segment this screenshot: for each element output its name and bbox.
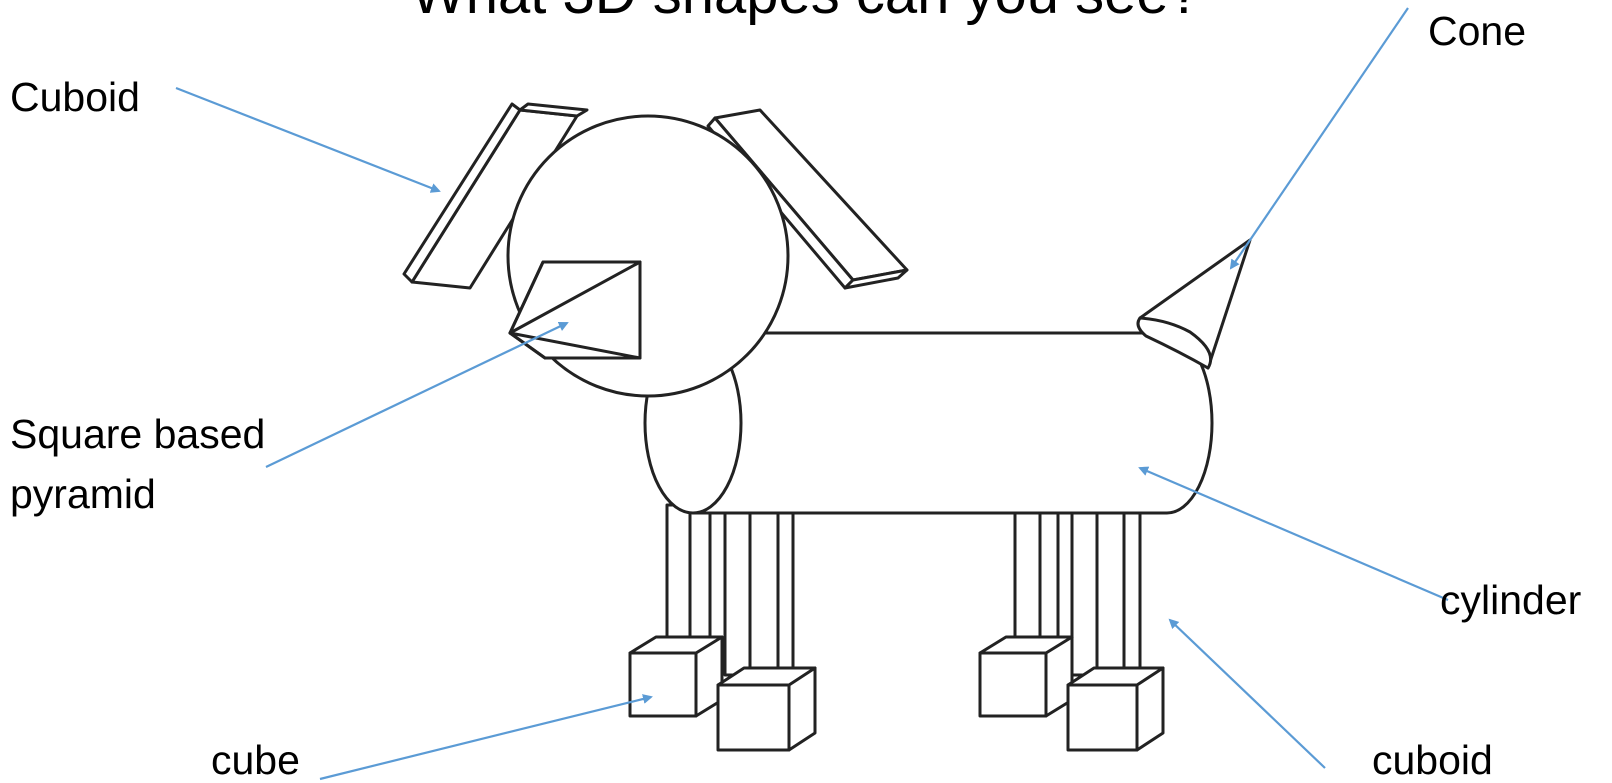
arrow-cuboid-ear bbox=[175, 86, 441, 193]
front-leg-front bbox=[723, 503, 795, 677]
label-cube: cube bbox=[211, 737, 300, 783]
diagram-title: What 3D shapes can you see? bbox=[0, 0, 1612, 26]
arrow-cylinder bbox=[1138, 466, 1449, 602]
back-leg-front bbox=[1070, 503, 1142, 677]
cube-foot-1 bbox=[628, 635, 724, 718]
front-leg-back bbox=[665, 503, 712, 645]
label-cylinder: cylinder bbox=[1440, 577, 1582, 623]
arrow-cone bbox=[1229, 7, 1409, 270]
cube-foot-2 bbox=[716, 666, 817, 752]
arrow-cuboid-leg bbox=[1168, 618, 1326, 769]
label-pyramid: Square based pyramid bbox=[10, 411, 266, 517]
arrow-cube bbox=[319, 694, 653, 781]
cone-tail bbox=[1136, 238, 1252, 370]
label-cuboid-ear: Cuboid bbox=[10, 74, 140, 120]
left-ear-cuboid bbox=[402, 102, 589, 290]
label-cuboid-leg: cuboid bbox=[1372, 737, 1493, 783]
back-leg-back bbox=[1013, 503, 1060, 645]
cube-foot-4 bbox=[1066, 666, 1165, 752]
cube-foot-3 bbox=[978, 635, 1074, 718]
arrow-pyramid bbox=[265, 321, 569, 468]
label-cone: Cone bbox=[1428, 8, 1527, 54]
